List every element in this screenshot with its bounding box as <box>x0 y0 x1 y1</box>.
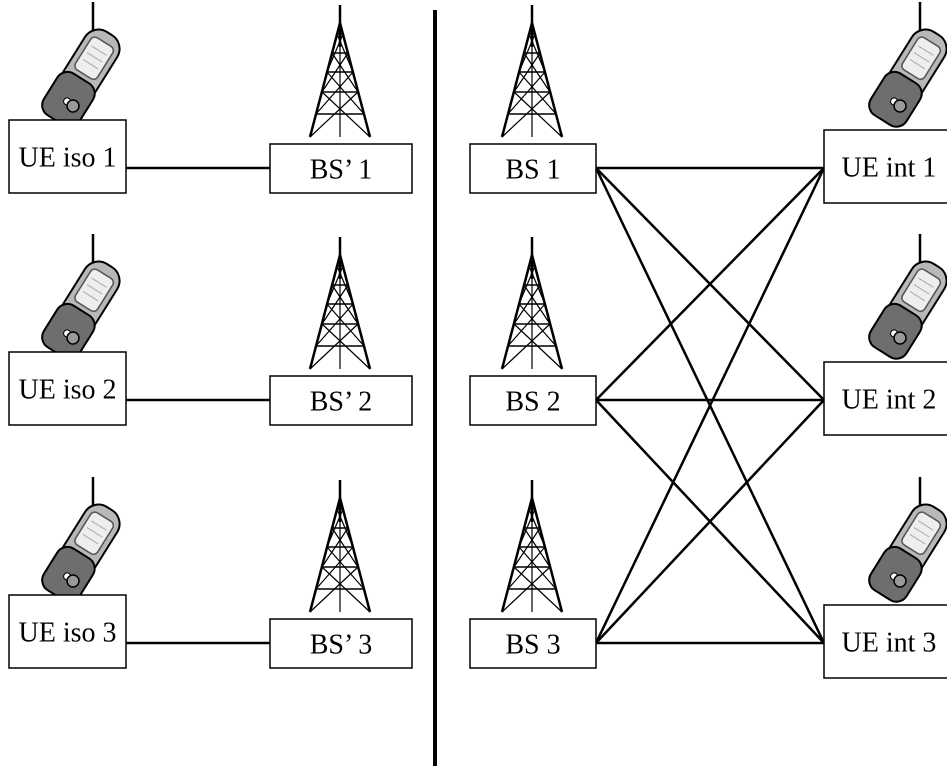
bs-prime-2[interactable]: BS’ 2 <box>269 375 413 426</box>
ue-int-2[interactable]: UE int 2 <box>823 361 947 436</box>
int-link-3-2 <box>595 399 825 644</box>
cell-phone-icon <box>863 0 947 133</box>
bs-3-label: BS 3 <box>505 630 560 661</box>
antenna-tower-icon <box>308 478 372 614</box>
ue-iso-1-label: UE iso 1 <box>19 143 117 174</box>
bs-prime-3[interactable]: BS’ 3 <box>269 618 413 669</box>
int-link-3-1 <box>594 167 826 644</box>
bs-1-label: BS 1 <box>505 155 560 186</box>
ue-int-3-box <box>823 604 947 679</box>
bs-1[interactable]: BS 1 <box>469 143 597 194</box>
bs-prime-3-box <box>269 618 413 669</box>
ue-int-3[interactable]: UE int 3 <box>823 604 947 679</box>
bs-2-label: BS 2 <box>505 387 560 418</box>
ue-iso-1[interactable]: UE iso 1 <box>8 119 127 194</box>
antenna-tower-icon <box>308 235 372 371</box>
bs-2[interactable]: BS 2 <box>469 375 597 426</box>
bs-prime-1-label: BS’ 1 <box>310 155 373 186</box>
int-link-2-1 <box>595 167 825 401</box>
ue-int-1-box <box>823 129 947 204</box>
ue-iso-2-label: UE iso 2 <box>19 375 117 406</box>
bs-3[interactable]: BS 3 <box>469 618 597 669</box>
cell-phone-icon <box>863 232 947 365</box>
cell-phone-icon <box>36 232 129 365</box>
ue-int-3-label: UE int 3 <box>842 628 937 659</box>
ue-iso-2[interactable]: UE iso 2 <box>8 351 127 426</box>
ue-iso-3-box <box>8 594 127 669</box>
ue-int-1-label: UE int 1 <box>842 153 937 184</box>
bs-prime-2-label: BS’ 2 <box>310 387 373 418</box>
ue-iso-2-box <box>8 351 127 426</box>
bs-2-box <box>469 375 597 426</box>
ue-iso-1-box <box>8 119 127 194</box>
antenna-tower-icon <box>500 235 564 371</box>
antenna-tower-icon <box>500 3 564 139</box>
ue-int-1[interactable]: UE int 1 <box>823 129 947 204</box>
cell-phone-icon <box>36 0 129 133</box>
cell-phone-icon <box>36 475 129 608</box>
bs-prime-1-box <box>269 143 413 194</box>
bs-1-box <box>469 143 597 194</box>
ue-iso-3[interactable]: UE iso 3 <box>8 594 127 669</box>
ue-iso-3-label: UE iso 3 <box>19 618 117 649</box>
ue-int-2-box <box>823 361 947 436</box>
ue-int-2-label: UE int 2 <box>842 385 937 416</box>
cell-phone-icon <box>863 475 947 608</box>
antenna-tower-icon <box>308 3 372 139</box>
bs-prime-1[interactable]: BS’ 1 <box>269 143 413 194</box>
bs-prime-2-box <box>269 375 413 426</box>
bs-3-box <box>469 618 597 669</box>
bs-prime-3-label: BS’ 3 <box>310 630 373 661</box>
antenna-tower-icon <box>500 478 564 614</box>
